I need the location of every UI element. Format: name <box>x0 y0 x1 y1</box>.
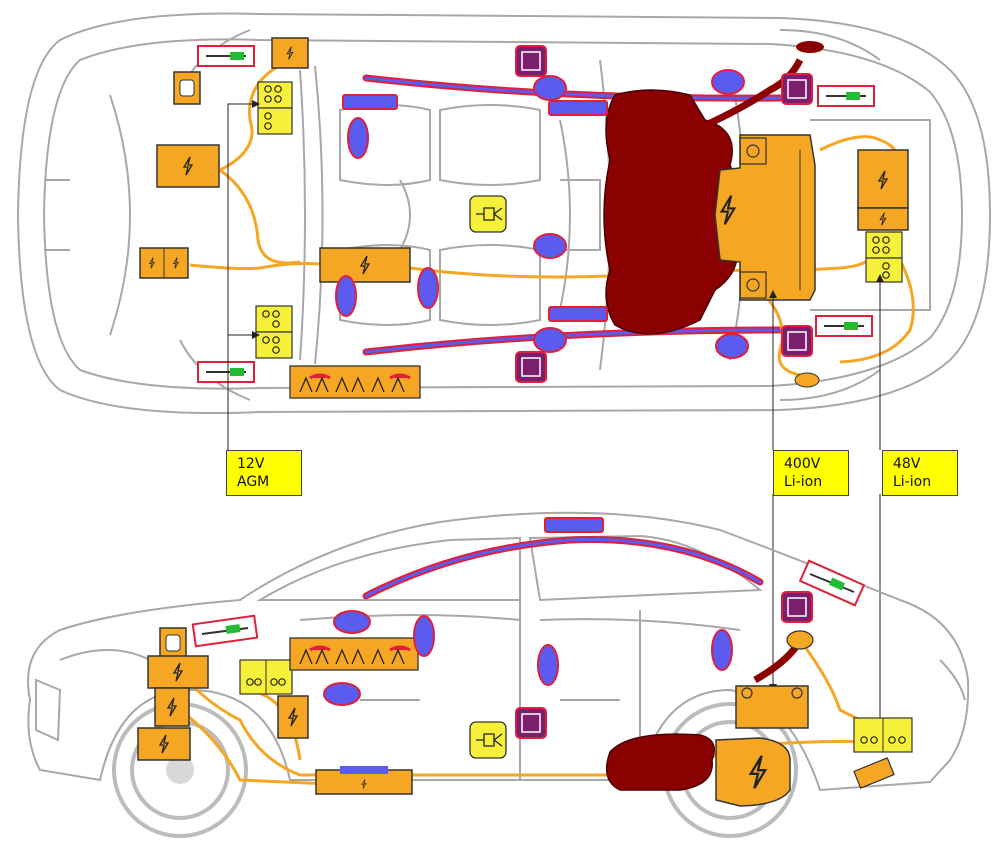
side-12v-battery <box>239 659 293 695</box>
top-belt-tensioner <box>469 195 507 233</box>
side-gas-struts <box>191 559 866 648</box>
top-seat-row-strip <box>289 365 421 399</box>
top-airbags <box>335 69 749 359</box>
top-fuel-tank <box>603 41 824 335</box>
side-seat-strip <box>289 637 419 671</box>
top-hv-battery-400v <box>714 134 816 301</box>
side-belt-tensioner <box>469 721 507 759</box>
label-leader-lines <box>227 103 881 718</box>
side-48v-battery <box>853 717 913 789</box>
label-400v-li-ion: 400V Li-ion <box>773 450 849 496</box>
top-12v-battery <box>255 81 293 359</box>
label-12v-agm: 12V AGM <box>226 450 302 496</box>
side-hv-battery-400v <box>715 630 814 807</box>
label-48v-li-ion: 48V Li-ion <box>882 450 958 496</box>
side-curtain-airbag <box>362 517 764 600</box>
top-curtain-airbags <box>362 74 784 356</box>
side-sensors <box>515 591 813 739</box>
side-airbags <box>323 610 733 706</box>
top-48v-battery <box>857 149 909 283</box>
top-gas-struts <box>197 45 875 383</box>
side-front-components <box>137 627 413 795</box>
top-hv-components <box>139 37 820 388</box>
